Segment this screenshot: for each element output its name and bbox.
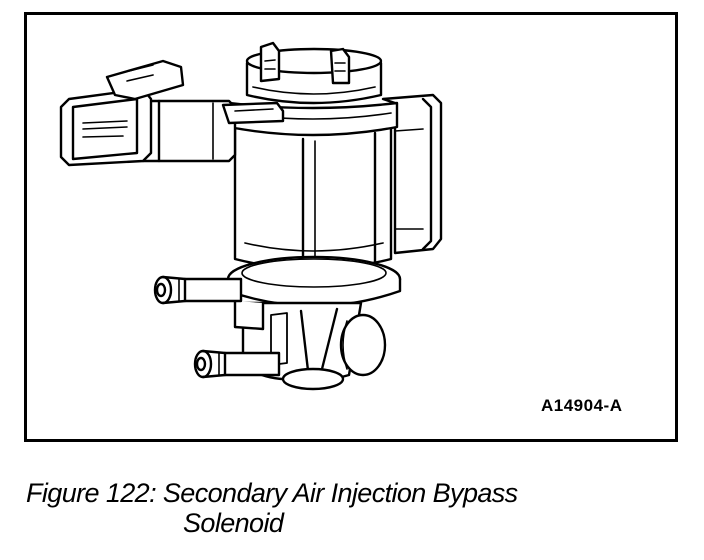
part-code: A14904-A xyxy=(541,396,623,415)
figure-caption: Figure 122: Secondary Air Injection Bypa… xyxy=(26,478,518,538)
lower-flange xyxy=(226,255,402,308)
solenoid-body xyxy=(233,125,393,271)
solenoid-illustration xyxy=(59,41,443,391)
caption-line-2: Solenoid xyxy=(183,508,284,538)
lower-vacuum-port xyxy=(193,349,281,379)
upper-vacuum-port xyxy=(153,275,243,305)
valve-chamber xyxy=(339,313,387,377)
figure-frame: A14904-A xyxy=(24,12,678,442)
electrical-connector xyxy=(59,59,285,167)
caption-line-1: Figure 122: Secondary Air Injection Bypa… xyxy=(26,478,518,508)
top-cap xyxy=(245,41,383,105)
